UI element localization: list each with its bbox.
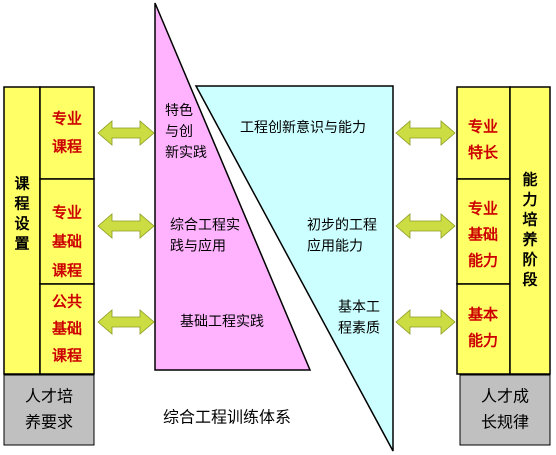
arrows [97,120,456,335]
cyan-label-1-line-1: 工程创新意识与能力 [240,119,366,136]
left-footer-line-2: 养要求 [25,413,73,432]
left-item-2-line-1: 专业 [52,204,82,222]
left-header-char-4: 置 [14,235,29,253]
arrow-left-1 [97,120,155,146]
arrow-right-3 [395,309,456,335]
left-item-2-line-3: 课程 [52,262,82,280]
pink-label-2-line-1: 综合工程实 [170,218,240,234]
left-item-3-line-1: 公共 [52,293,82,311]
right-item-2-line-3: 能力 [468,252,498,270]
right-header-char-4: 养 [521,231,538,249]
left-footer-line-1: 人才培 [25,387,73,406]
left-footer-box [3,374,95,446]
arrow-left-3 [97,309,155,335]
right-item-1-line-1: 专业 [468,118,498,136]
left-header-char-2: 程 [14,195,29,213]
pink-label-1-line-3: 新实践 [165,145,207,161]
left-item-1-line-1: 专业 [52,110,82,128]
pink-label-3-line-1: 基础工程实践 [180,313,264,330]
right-footer-line-1: 人才成 [481,387,529,406]
right-item-3-line-2: 能力 [468,332,498,350]
right-header-box [509,86,551,375]
labels: 课程设置专业课程专业基础课程公共基础课程人才培养要求能力培养阶段专业特长专业基础… [14,102,538,432]
pink-label-2-line-2: 践与应用 [170,238,226,255]
right-item-3-line-1: 基本 [467,306,498,324]
pink-label-1-line-1: 特色 [165,102,193,119]
right-footer-line-2: 长规律 [481,413,529,432]
right-item-1-line-2: 特长 [468,144,499,162]
left-item-box-3 [39,283,95,375]
left-item-2-line-2: 基础 [51,233,82,251]
left-header-char-3: 设 [14,215,29,233]
cyan-label-2-line-2: 应用能力 [307,238,363,255]
arrow-right-1 [395,120,456,146]
left-item-box-2 [39,178,95,285]
arrow-left-2 [97,213,155,239]
right-header-char-3: 培 [522,211,537,229]
left-item-3-line-3: 课程 [52,347,82,365]
right-header-char-6: 段 [522,271,537,289]
diagram-caption: 综合工程训练体系 [163,408,291,427]
right-header-char-1: 能 [522,171,537,189]
cyan-label-3-line-1: 基本工 [338,299,380,316]
right-header-char-2: 力 [522,191,537,209]
pink-label-1-line-2: 与创 [165,124,193,140]
left-item-box-1 [39,86,95,180]
right-item-box-3 [456,283,511,375]
left-header-box [3,86,41,375]
pink-triangle [154,2,312,371]
left-item-3-line-2: 基础 [51,320,82,338]
right-item-2-line-1: 专业 [468,200,498,218]
right-header-char-5: 阶 [522,251,538,269]
cyan-label-2-line-1: 初步的工程 [307,217,377,234]
arrow-right-2 [395,213,456,239]
left-item-1-line-2: 课程 [52,138,82,156]
cyan-label-3-line-2: 程素质 [338,321,380,337]
cyan-triangle [194,85,394,452]
right-footer-box [459,374,551,446]
left-header-char-1: 课 [14,175,30,193]
right-item-2-line-2: 基础 [467,226,498,244]
